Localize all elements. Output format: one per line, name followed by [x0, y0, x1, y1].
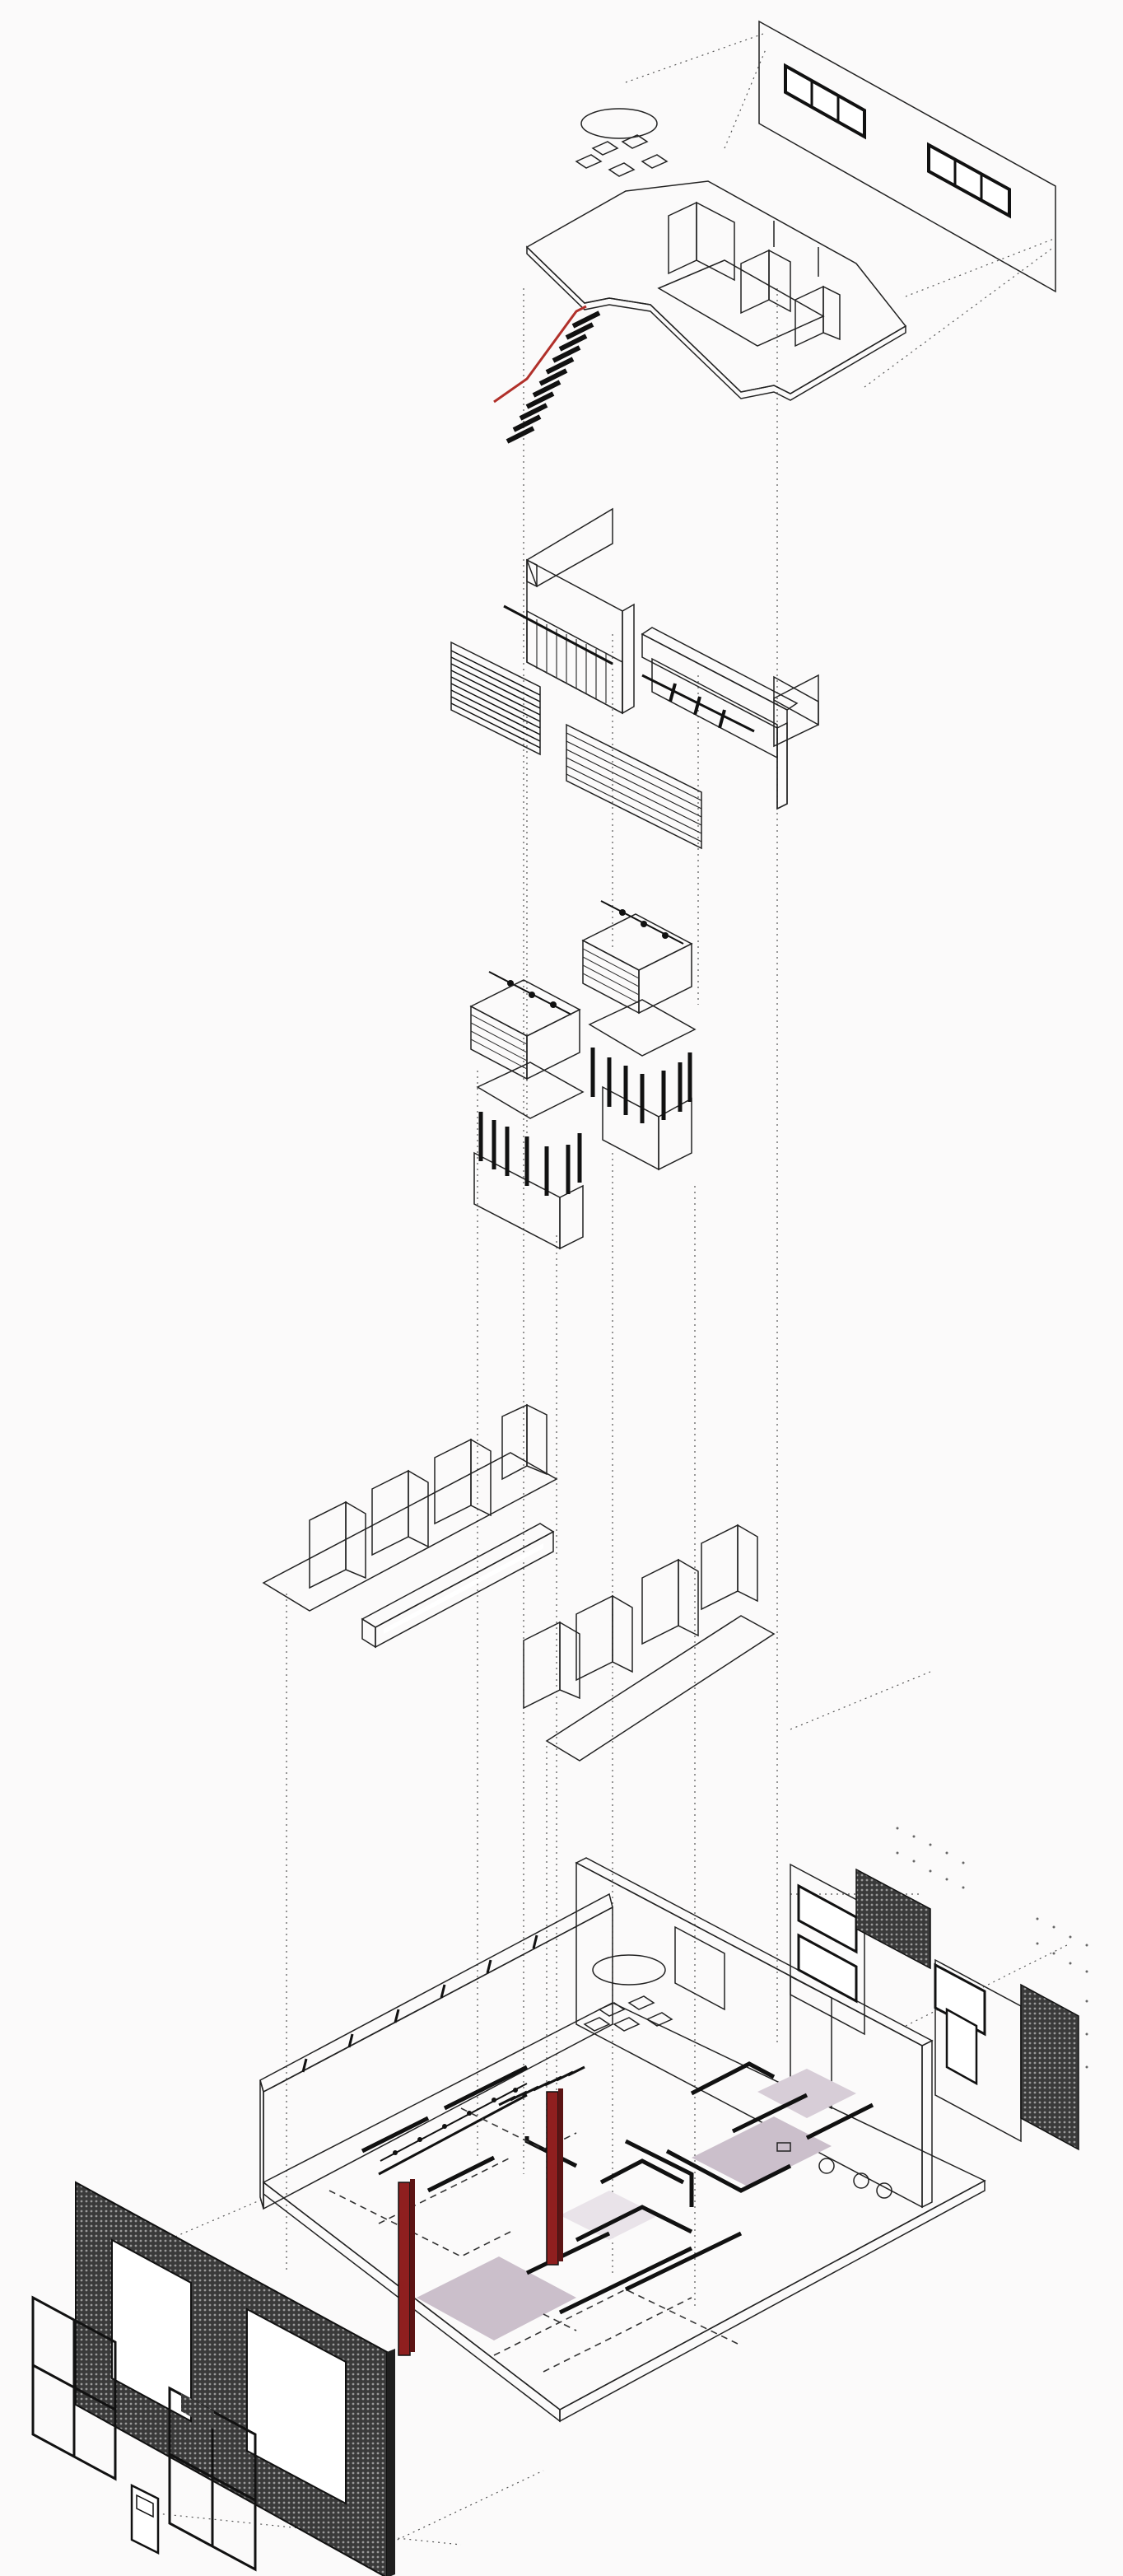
ground-stair [498, 2065, 585, 2107]
track-light-right [600, 900, 684, 945]
gray-storage-box-right [581, 913, 693, 1015]
partition-wall-layer [450, 507, 819, 850]
display-cabinet-layer [469, 900, 697, 1250]
track-light-left [488, 971, 572, 1015]
red-column-left [398, 2179, 415, 2356]
blue-wall-left [503, 558, 635, 715]
mezzanine-cubicle-panels [668, 201, 841, 348]
entrance-door [130, 2483, 160, 2555]
red-column-right [546, 2088, 563, 2266]
blue-wall-right [641, 627, 819, 810]
mezzanine-floor-slab [525, 180, 907, 401]
storefront-glazing-left [31, 2295, 117, 2481]
ground-pendant-light [583, 1954, 673, 2032]
floor-zones [417, 2069, 856, 2340]
back-elevation-panel [758, 20, 1056, 293]
restroom-fixtures [776, 2142, 892, 2199]
projection-guide-lines [90, 32, 1071, 2546]
ceiling-light-squares [575, 134, 669, 177]
storefront-glazing-right [168, 2386, 257, 2572]
mezzanine-stair [493, 305, 601, 444]
ground-track-lights [380, 2083, 528, 2162]
ground-floor-plan-layer [31, 1827, 1088, 2576]
pendant-light-ellipse [580, 108, 658, 139]
green-cabinet-left [473, 1062, 585, 1250]
fitting-rooms-right-row [523, 1524, 776, 1762]
ground-plan-walls [361, 2061, 874, 2315]
long-dark-bench [361, 1523, 555, 1649]
side-elevation-panels [790, 1827, 1088, 2151]
slat-panel-left [450, 641, 541, 756]
ground-plan-dashed-walls [329, 2107, 742, 2373]
slat-panel-right [566, 723, 702, 850]
fitting-room-layer [262, 1403, 776, 1762]
front-facade-wall [75, 2181, 395, 2576]
fitting-rooms-left-row [262, 1403, 558, 1612]
rear-wall-right [575, 1857, 934, 2209]
green-cabinet-right [588, 999, 697, 1171]
rear-wall-left [259, 1892, 613, 2210]
roof-mezzanine-layer [493, 20, 1056, 444]
